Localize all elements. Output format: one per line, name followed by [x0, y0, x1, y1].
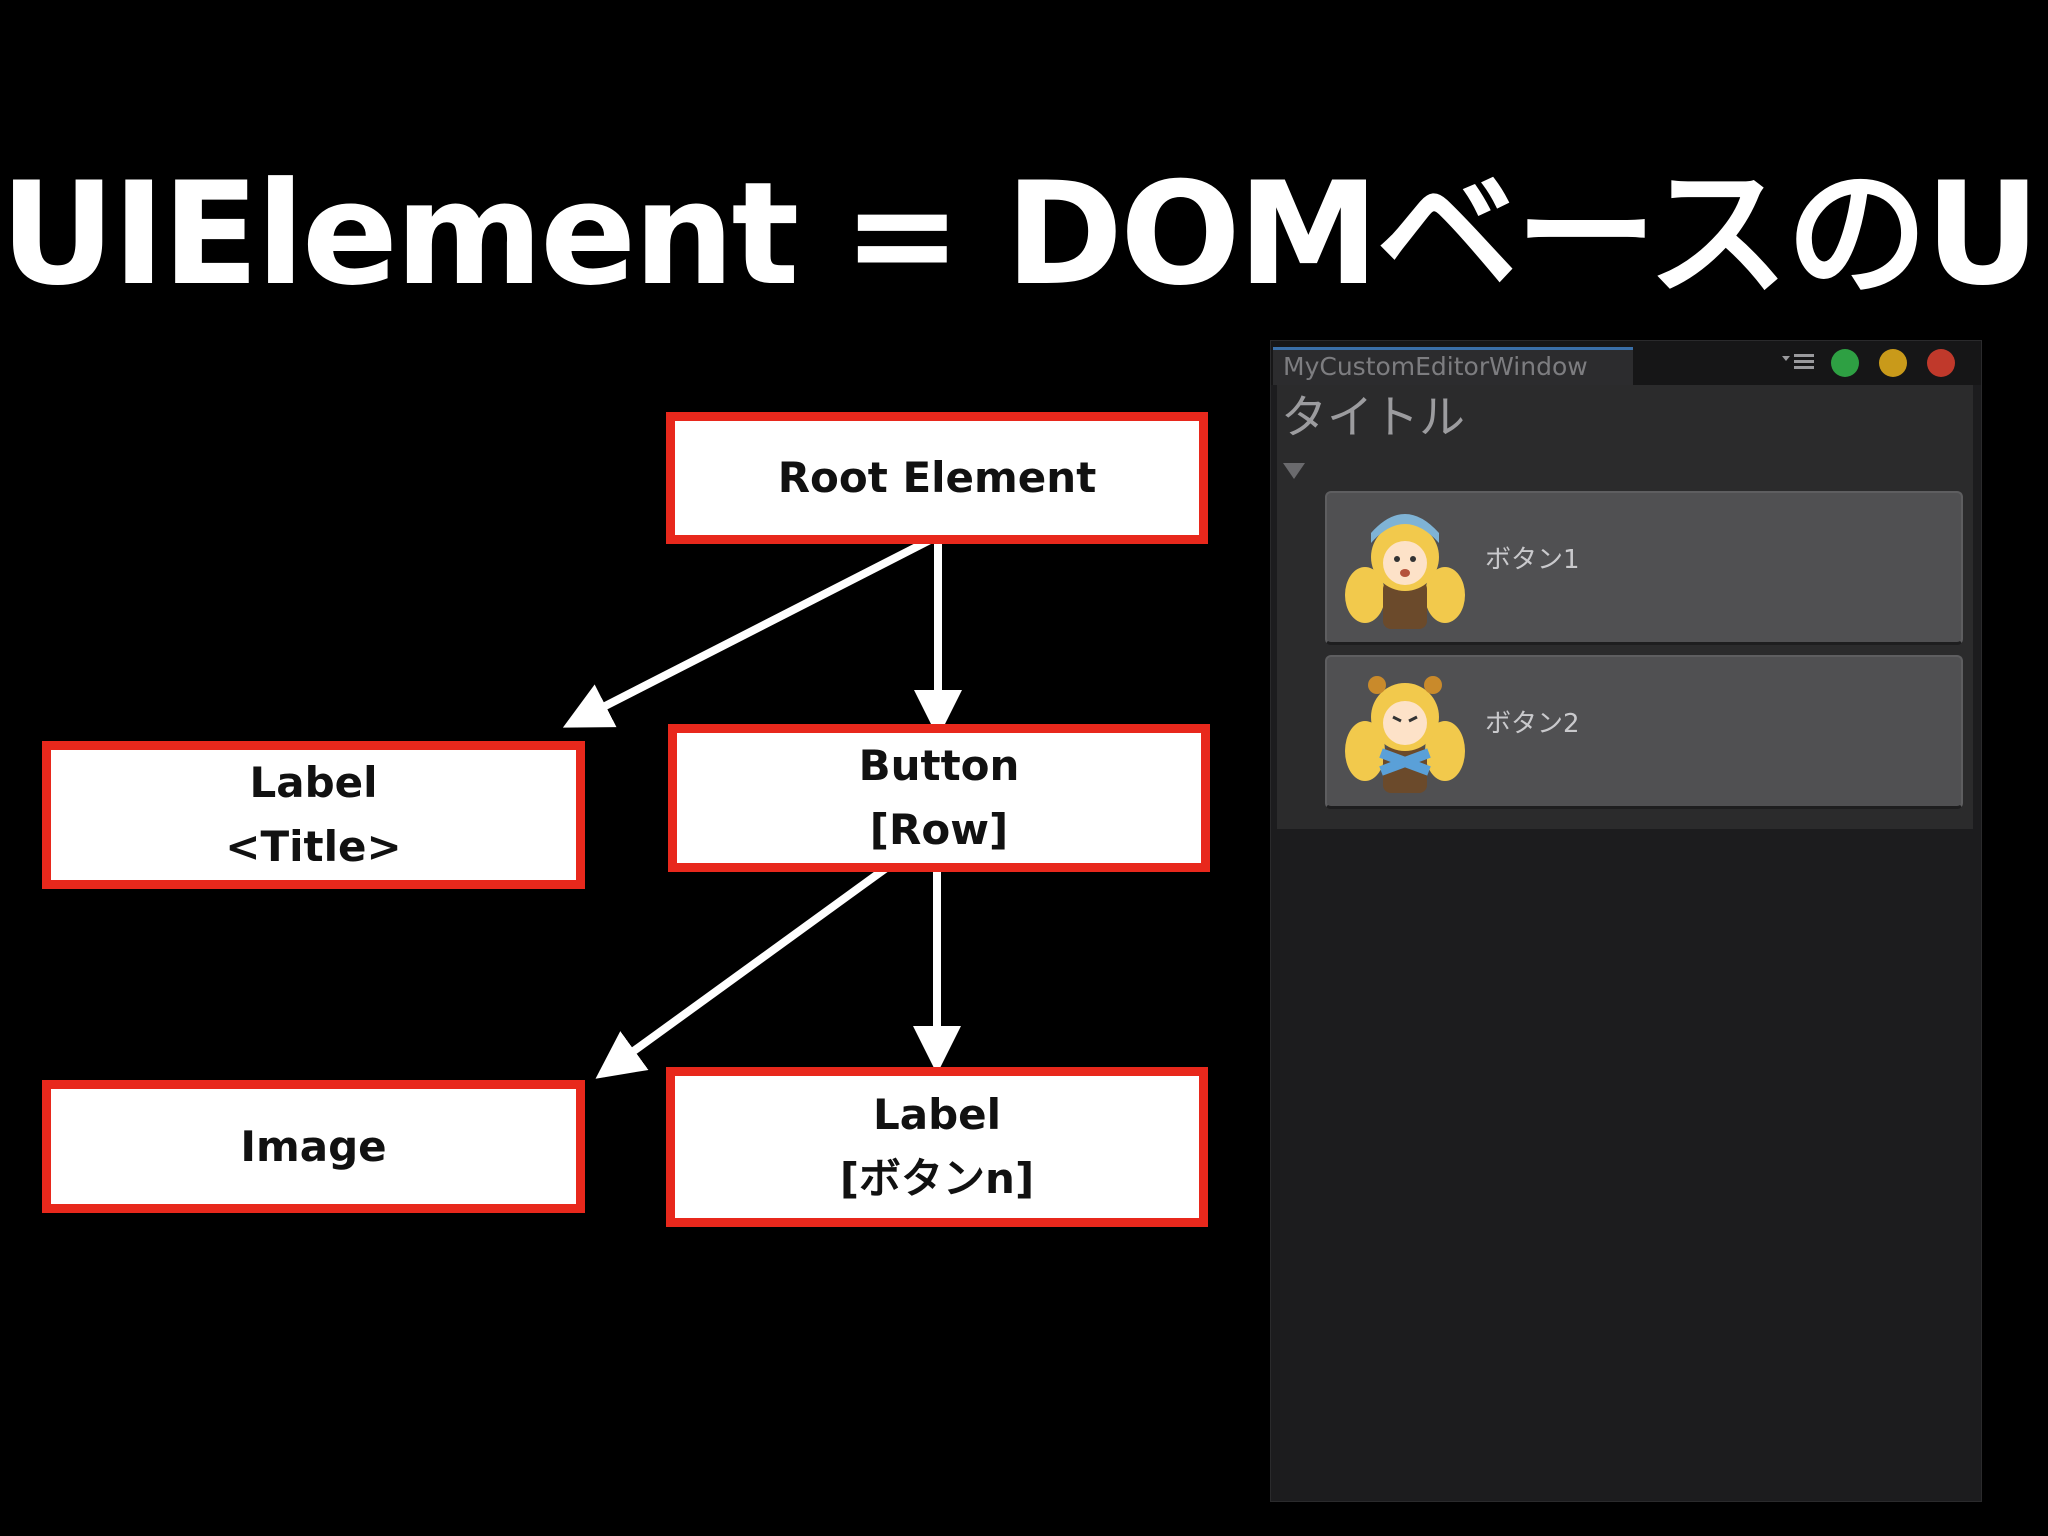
editor-window: MyCustomEditorWindow タイトル: [1270, 340, 1982, 1502]
node-label-title-line2: <Title>: [225, 822, 402, 871]
node-button-row-line1: Button: [858, 741, 1020, 790]
slide-title: UIElement = DOMベースのUI: [0, 152, 2048, 317]
editor-heading: タイトル: [1281, 390, 1465, 444]
node-label-title-line1: Label: [249, 758, 378, 807]
node-root-element: Root Element: [666, 412, 1208, 544]
node-label-button-line1: Label: [872, 1090, 1002, 1139]
node-image-text: Image: [240, 1121, 387, 1171]
row-button-1[interactable]: ボタン1: [1325, 491, 1963, 645]
window-green-button[interactable]: [1831, 349, 1859, 377]
node-label-title: Label <Title>: [42, 741, 585, 889]
row-label-2: ボタン2: [1485, 709, 1580, 739]
editor-content: タイトル ボタン1: [1277, 385, 1973, 829]
row-button-2[interactable]: ボタン2: [1325, 655, 1963, 809]
character-image: [1345, 514, 1465, 629]
node-label-button: Label [ボタンn]: [666, 1067, 1208, 1227]
window-red-button[interactable]: [1927, 349, 1955, 377]
menu-icon[interactable]: [1781, 351, 1815, 371]
node-button-row: Button [Row]: [668, 724, 1210, 872]
node-root-element-text: Root Element: [777, 453, 1097, 502]
node-image: Image: [42, 1080, 585, 1213]
node-button-row-line2: [Row]: [869, 805, 1009, 854]
row-label-1: ボタン1: [1485, 545, 1580, 575]
edge-root-to-label-title: [562, 533, 938, 728]
character-image: [1345, 676, 1465, 793]
triangle-down-icon[interactable]: [1283, 463, 1305, 479]
window-yellow-button[interactable]: [1879, 349, 1907, 377]
node-label-button-line2: [ボタンn]: [839, 1154, 1035, 1203]
editor-tab[interactable]: MyCustomEditorWindow: [1273, 347, 1633, 385]
editor-titlebar: MyCustomEditorWindow: [1271, 341, 1981, 385]
edge-button-row-to-image: [595, 854, 903, 1079]
